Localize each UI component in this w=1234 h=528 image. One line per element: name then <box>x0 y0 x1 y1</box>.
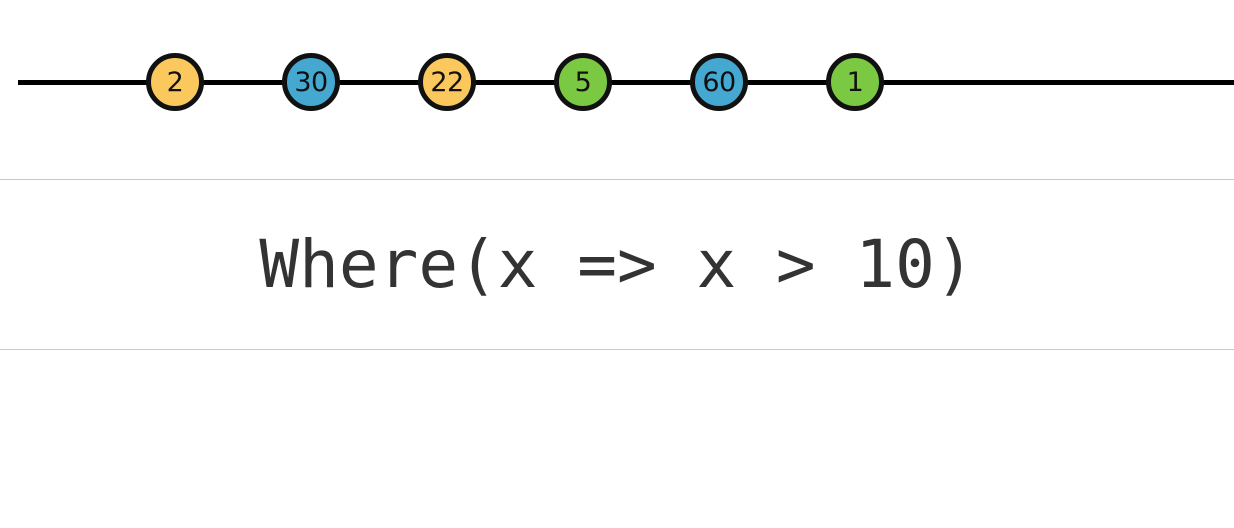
source-marble[interactable]: 2 <box>146 53 204 111</box>
source-marble[interactable]: 5 <box>554 53 612 111</box>
source-marble[interactable]: 60 <box>690 53 748 111</box>
marble-value: 22 <box>430 66 464 98</box>
result-stream-panel: 302260 <box>0 350 1234 528</box>
source-timeline <box>18 80 1234 85</box>
marble-value: 30 <box>294 66 328 98</box>
source-marble[interactable]: 1 <box>826 53 884 111</box>
source-marble[interactable]: 30 <box>282 53 340 111</box>
source-stream-panel: 2 30 22 5 60 1 <box>0 0 1234 179</box>
operator-panel: Where(x => x > 10) <box>0 180 1234 349</box>
operator-label: Where(x => x > 10) <box>0 180 1234 349</box>
source-sequence: 2 30 22 5 60 1 <box>0 18 1234 148</box>
source-marble[interactable]: 22 <box>418 53 476 111</box>
marble-value: 1 <box>846 66 864 98</box>
operator-expression: Where(x => x > 10) <box>259 225 975 303</box>
marble-value: 60 <box>702 66 736 98</box>
marble-value: 2 <box>166 66 184 98</box>
marble-value: 5 <box>574 66 592 98</box>
